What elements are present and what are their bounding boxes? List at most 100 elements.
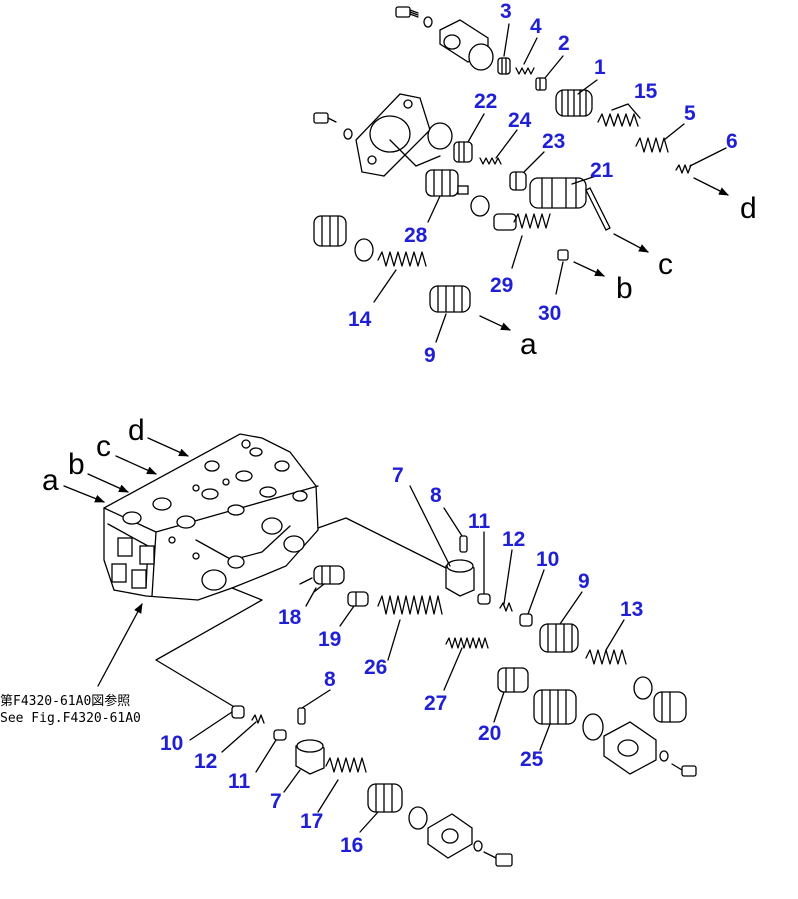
- callout-12-lower: 12: [194, 750, 217, 773]
- spring-27: [445, 637, 489, 649]
- callout-8-upper: 8: [430, 484, 442, 507]
- spool-1: [555, 89, 593, 117]
- spool-29: [493, 213, 551, 231]
- letter-a-top: a: [520, 328, 537, 361]
- bolt-bottom-1: [671, 763, 697, 777]
- washer-bottom-1: [659, 750, 669, 762]
- bolt-top-1: [395, 6, 419, 18]
- plug-bottom: [653, 691, 687, 723]
- callout-19: 19: [318, 628, 341, 651]
- piston-23: [509, 171, 527, 191]
- arrow-b-body: [87, 473, 129, 493]
- spring-6: [675, 164, 692, 174]
- arrow-a-top: [479, 315, 511, 331]
- callouts-top: 3 4 2 1 15 5 6 22 24 23 21 28 29 30 14 9: [348, 0, 738, 367]
- callout-2: 2: [558, 32, 570, 55]
- spring-5: [635, 137, 669, 153]
- spring-17: [325, 757, 367, 773]
- o-ring-bottom-1: [633, 676, 653, 700]
- callout-11-lower: 11: [228, 770, 251, 793]
- piston-22: [453, 141, 473, 163]
- callout-20: 20: [478, 722, 501, 745]
- washer-bottom-2: [473, 840, 483, 852]
- piston-10-lower: [231, 705, 245, 719]
- inlet-arrows: a b c d: [42, 414, 189, 503]
- callout-1: 1: [594, 56, 606, 79]
- callout-4: 4: [530, 15, 542, 38]
- letter-d-body: d: [128, 414, 145, 447]
- callout-9-bottom: 9: [578, 570, 590, 593]
- spring-15: [597, 113, 639, 127]
- callout-26: 26: [364, 656, 387, 679]
- callout-9-top: 9: [424, 344, 436, 367]
- piston-20: [497, 667, 529, 693]
- o-ring-bottom-3: [408, 806, 428, 830]
- connector-lower: [155, 587, 263, 709]
- pin-8-upper: [459, 535, 468, 553]
- arrow-b-top: [573, 261, 605, 277]
- o-ring-top-1: [468, 43, 494, 71]
- piston-10-upper: [519, 613, 533, 627]
- washer-top-1: [423, 16, 433, 28]
- washer-top-2: [343, 128, 353, 140]
- washer-11-upper: [477, 593, 491, 605]
- flange-cover: [355, 93, 431, 177]
- callout-12-upper: 12: [502, 528, 525, 551]
- piston-7-lower: [295, 739, 325, 775]
- callout-22: 22: [474, 90, 497, 113]
- spool-9-top: [429, 285, 471, 313]
- callout-17: 17: [300, 810, 323, 833]
- callout-29: 29: [490, 274, 513, 297]
- callout-10-upper: 10: [536, 548, 559, 571]
- callout-23: 23: [542, 130, 565, 153]
- arrow-c-body: [115, 455, 157, 475]
- valve-body: [103, 433, 319, 601]
- letter-b-top: b: [616, 272, 633, 305]
- callout-16: 16: [340, 834, 363, 857]
- callout-24: 24: [508, 109, 532, 132]
- callout-7-lower: 7: [270, 790, 282, 813]
- spool-25: [533, 689, 577, 725]
- bolt-bottom-2: [483, 851, 513, 867]
- leader-flange: [389, 139, 441, 167]
- top-assembly: d c: [313, 6, 757, 361]
- callout-5: 5: [684, 102, 696, 125]
- piston-3: [497, 57, 511, 75]
- callout-14: 14: [348, 308, 372, 331]
- callout-6: 6: [726, 130, 738, 153]
- o-ring-top-3: [470, 195, 490, 217]
- cover-bottom-2: [427, 813, 473, 859]
- arrow-c-top: [613, 233, 649, 253]
- arrow-d-body: [147, 437, 189, 457]
- arrow-d-top: [693, 177, 729, 196]
- callout-25: 25: [520, 748, 544, 771]
- leaders-top: [373, 23, 727, 343]
- bracket-18: [299, 577, 325, 593]
- leaders-bottom: [189, 485, 625, 833]
- reference-note: 第F4320-61A0図参照 See Fig.F4320-61A0: [0, 603, 143, 726]
- spool-9-bottom: [539, 623, 579, 653]
- spring-12-lower: [251, 714, 265, 724]
- letter-c-body: c: [96, 430, 111, 463]
- callout-27: 27: [424, 692, 447, 715]
- letter-c-top: c: [658, 248, 673, 281]
- callout-28: 28: [404, 224, 428, 247]
- callout-30: 30: [538, 302, 561, 325]
- letter-a-body: a: [42, 464, 59, 497]
- callout-7-upper: 7: [392, 464, 404, 487]
- spring-24: [479, 157, 502, 165]
- reference-arrow: [97, 603, 143, 687]
- callout-18: 18: [278, 606, 302, 629]
- callout-13: 13: [620, 598, 643, 621]
- callouts-bottom: 7 8 11 12 10 9 13 18 19 26 27 20 25 8 10…: [160, 464, 643, 857]
- o-ring-top-4: [354, 238, 374, 262]
- washer-11-lower: [273, 729, 287, 741]
- piston-19: [347, 591, 369, 607]
- piston-18: [313, 565, 345, 585]
- reference-note-en: See Fig.F4320-61A0: [0, 711, 141, 726]
- callout-8-lower: 8: [324, 668, 336, 691]
- bottom-assembly: [155, 517, 697, 867]
- callout-21: 21: [590, 159, 614, 182]
- spring-4: [515, 67, 535, 75]
- spring-12-upper: [499, 602, 513, 612]
